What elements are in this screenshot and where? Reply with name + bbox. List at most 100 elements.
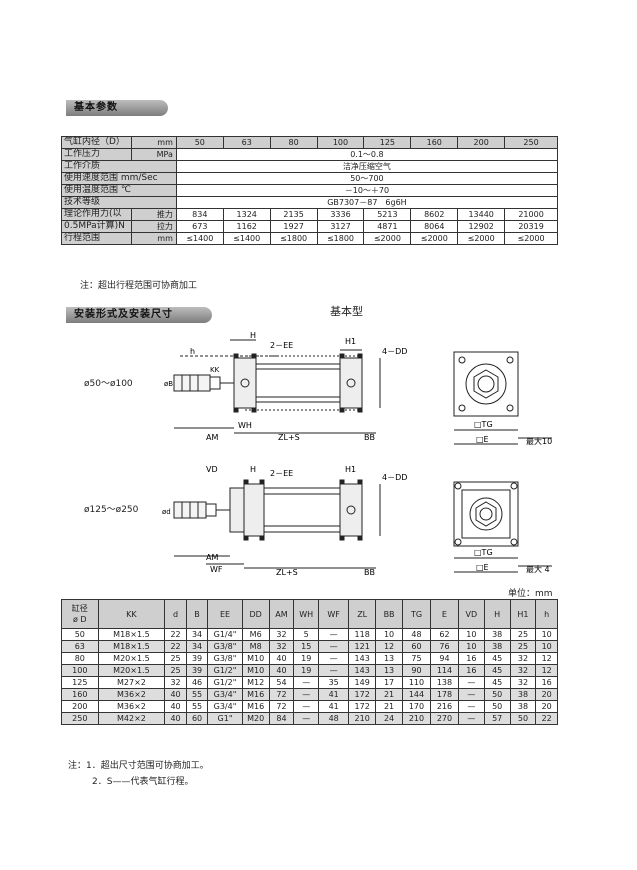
pull-cell: 4871 [363,220,412,233]
table-cell: 16 [535,676,558,689]
table-cell: 100 [61,664,99,677]
spec-row-grade: 技术等级 GB7307－87 6g6H [61,196,559,209]
dim-h-lower: h [190,347,195,356]
table-cell: 72 [268,688,295,701]
dim-h-upper: H [250,331,256,340]
row-label: 工作压力 [61,148,132,161]
table-cell: 250 [61,712,99,725]
dim-zl: ZL+S [276,568,298,577]
table-cell: 12 [535,664,558,677]
table-cell: M10 [241,652,270,665]
table-cell: — [318,628,350,641]
bore-cell: 200 [457,136,506,149]
cylinder-end-view-small: □TG □E 最大10 [453,351,552,446]
table-cell: 32 [509,652,537,665]
table-cell: M36×2 [97,688,166,701]
bore-cell: 160 [410,136,459,149]
dim-tg: □TG [474,548,493,557]
push-cell: 2135 [269,208,318,221]
pull-cell: 3127 [316,220,365,233]
table-cell: 40 [164,700,187,713]
table-cell: 19 [293,664,320,677]
push-label: 推力 [130,208,177,221]
table-cell: 15 [293,640,320,653]
table-cell: M16 [241,688,270,701]
table-cell: 41 [318,700,350,713]
table-cell: G1/4" [207,628,243,641]
col-header: B [185,599,209,629]
table-cell: 32 [164,676,187,689]
table-cell: — [457,700,485,713]
spec-row-pressure: 工作压力 MPa 0.1～0.8 [61,148,559,161]
dim-am: AM [206,433,218,442]
col-header: AM [268,599,295,629]
bore-label: 气缸内径（D） [61,136,132,149]
col-header: 缸径 ø D [61,599,99,629]
table-cell: 125 [61,676,99,689]
pull-cell: 1162 [222,220,271,233]
spec-header-row: 气缸内径（D） mm 50 63 80 100 125 160 200 250 [61,136,558,149]
note-dims-2: 2．S——代表气缸行程。 [92,777,194,787]
push-cell: 3336 [316,208,365,221]
dim-e: □E [476,563,489,572]
table-cell: — [457,712,485,725]
spec-row-speed: 使用速度范围 mm/Sec 50～700 [61,172,559,185]
table-cell: 13 [375,652,403,665]
stroke-cell: ≤2000 [457,232,506,245]
table-cell: 45 [483,676,511,689]
pull-cell: 8064 [410,220,459,233]
push-cell: 5213 [363,208,412,221]
push-cell: 1324 [222,208,271,221]
spec-row-temp: 使用温度范围 ℃ －10～＋70 [61,184,559,197]
table-cell: M18×1.5 [97,628,166,641]
dim-max4: 最大 4 [526,564,550,574]
table-cell: 80 [61,652,99,665]
col-header: H [483,599,511,629]
table-cell: 118 [348,628,377,641]
stroke-cell: ≤1400 [222,232,271,245]
table-cell: 60 [185,712,209,725]
table-cell: 76 [429,640,459,653]
stroke-unit: mm [130,232,177,245]
table-cell: 25 [509,640,537,653]
table-cell: 38 [483,640,511,653]
table-cell: 38 [509,700,537,713]
dim-h-upper: H [250,465,256,474]
row-value: 50～700 [175,172,559,185]
spec-table: 气缸内径（D） mm 50 63 80 100 125 160 200 250 … [61,136,559,245]
note-stroke: 注：超出行程范围可协商加工 [80,281,198,291]
spec-row-medium: 工作介质 洁净压缩空气 [61,160,559,173]
bore-cell: 80 [269,136,318,149]
table-cell: 62 [429,628,459,641]
pull-cell: 1927 [269,220,318,233]
table-cell: 84 [268,712,295,725]
stroke-cell: ≤2000 [410,232,459,245]
row-value: －10～＋70 [175,184,559,197]
table-cell: — [293,688,320,701]
force-label: 0.5MPa计算)N [61,220,132,233]
section-title-basic-params: 基本参数 [66,100,168,116]
table-cell: 25 [164,652,187,665]
push-cell: 8602 [410,208,459,221]
table-cell: 40 [268,652,295,665]
table-cell: 21 [375,688,403,701]
dimensions-table: 缸径 ø D KK d B EE DD AM WH WF ZL BB TG E … [61,599,558,725]
dims-header-row: 缸径 ø D KK d B EE DD AM WH WF ZL BB TG E … [61,599,558,629]
dim-dd: 4－DD [382,473,407,482]
table-cell: 45 [483,652,511,665]
dim-bb: BB [364,433,375,442]
table-cell: 90 [402,664,431,677]
stroke-cell: ≤2000 [363,232,412,245]
table-cell: 32 [509,664,537,677]
table-cell: 34 [185,628,209,641]
dim-max10: 最大10 [526,436,552,446]
col-header: ZL [348,599,377,629]
col-header: E [429,599,459,629]
table-cell: M20×1.5 [97,664,166,677]
dim-ee: 2－EE [270,341,293,350]
spec-row-pull: 0.5MPa计算)N 拉力 673 1162 1927 3127 4871 80… [61,220,558,233]
table-cell: 55 [185,688,209,701]
col-header: KK [97,599,166,629]
